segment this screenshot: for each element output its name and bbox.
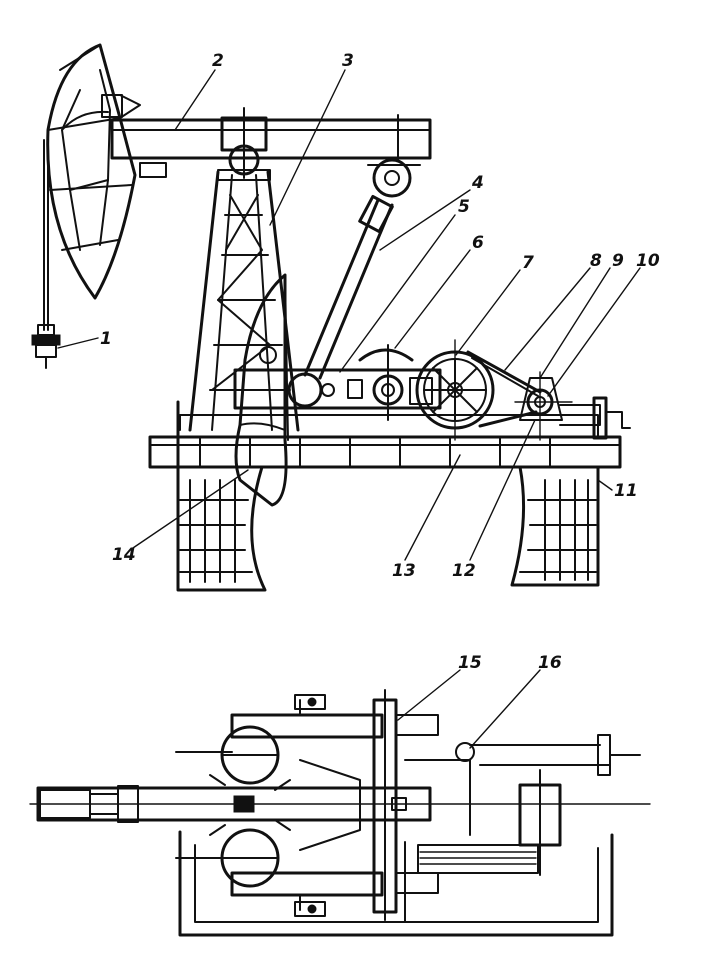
gear-reducer xyxy=(358,344,433,421)
crank xyxy=(233,368,442,410)
right-foundation xyxy=(510,465,600,587)
plan-walking-beam xyxy=(36,785,432,823)
plan-motor-drive xyxy=(404,734,641,876)
plan-cranks xyxy=(230,694,384,917)
motor-slide xyxy=(559,396,631,440)
callout-5: 5 xyxy=(458,197,470,217)
callout-1: 1 xyxy=(100,329,112,349)
callout-labels: 1 2 3 4 5 6 7 8 9 10 11 12 13 14 15 16 xyxy=(100,51,660,673)
callout-16: 16 xyxy=(538,653,562,673)
plan-view xyxy=(29,669,651,937)
plan-gearbox-column xyxy=(175,689,439,921)
base-frame xyxy=(148,414,622,469)
callout-9: 9 xyxy=(612,251,624,271)
callout-12: 12 xyxy=(452,561,476,581)
callout-8: 8 xyxy=(590,251,602,271)
callout-7: 7 xyxy=(522,253,534,273)
big-pulley xyxy=(415,339,495,441)
callout-2: 2 xyxy=(212,51,224,71)
callout-6: 6 xyxy=(472,233,484,253)
callout-11: 11 xyxy=(614,481,638,501)
side-view xyxy=(31,43,641,592)
samson-post xyxy=(188,169,300,432)
callout-4: 4 xyxy=(471,173,484,193)
leader-lines-plan xyxy=(397,669,541,749)
counterweight xyxy=(234,273,289,507)
equalizer-and-pitman xyxy=(303,158,421,380)
horse-head xyxy=(46,43,141,300)
left-foundation xyxy=(176,400,267,592)
callout-10: 10 xyxy=(636,251,660,271)
callout-13: 13 xyxy=(392,561,416,581)
walking-beam xyxy=(110,114,432,178)
plan-base-frame xyxy=(178,830,614,937)
leader-lines-side xyxy=(57,69,641,561)
callout-3: 3 xyxy=(342,51,354,71)
callout-14: 14 xyxy=(112,545,136,565)
saddle-bearing xyxy=(220,107,268,179)
callout-15: 15 xyxy=(458,653,482,673)
rod-hanger xyxy=(31,139,61,369)
